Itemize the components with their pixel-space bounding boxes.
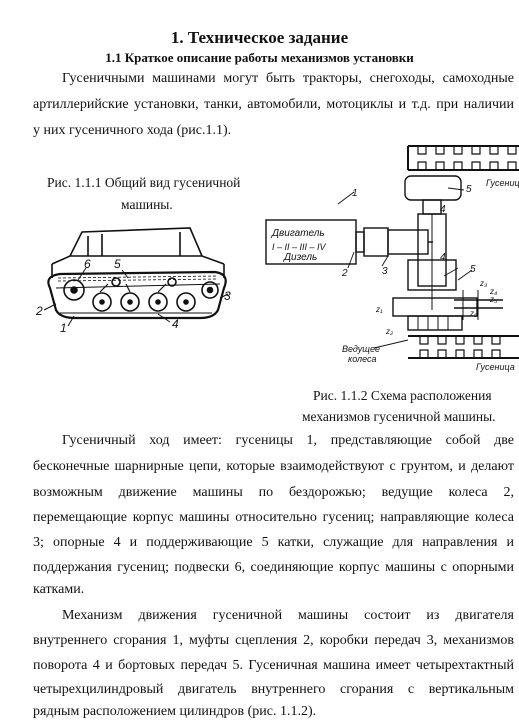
fig2-engine-label: Двигатель [271, 228, 325, 239]
fig2-track-top-label: Гусеница [486, 178, 519, 188]
fig1-caption-line-1: Рис. 1.1.1 Общий вид гусеничной [47, 175, 241, 190]
fig1-label-2: 2 [35, 304, 43, 318]
fig2-diesel-label: Дизель [283, 252, 317, 263]
fig1-label-4: 4 [172, 317, 179, 331]
fig2-caption-line-1: Рис. 1.1.2 Схема расположения [313, 388, 492, 403]
fig1-caption-line-2: машины. [121, 197, 173, 212]
fig2-label-4-top: 4 [440, 204, 446, 215]
para2-line-7: катками. [33, 582, 85, 597]
fig2-drive-wheel-label-2: колеса [348, 354, 377, 364]
intro-line-2: артиллерийские установки, танки, автомоб… [33, 97, 514, 112]
para2-line-5: 3; опорные 4 и поддерживающие 5 катки, с… [33, 535, 514, 550]
intro-line-1: Гусеничными машинами могут быть тракторы… [62, 71, 514, 86]
fig2-label-1: 1 [352, 188, 358, 199]
fig2-label-z4: z₄ [489, 287, 497, 296]
fig1-label-3: 3 [224, 289, 231, 303]
para2-line-2: бесконечные шарнирные цепи, которые взаи… [33, 459, 514, 474]
mechanism-scheme-figure: Двигатель I – II – III – IV Дизель 1 2 3… [265, 145, 519, 372]
fig2-label-z1: z₁ [375, 305, 383, 314]
fig2-label-z6: z₆ [469, 309, 478, 318]
tracked-vehicle-figure: 2 1 3 4 5 6 [35, 227, 231, 335]
fig2-label-z3: z₃ [479, 279, 487, 288]
para2-line-1: Гусеничный ход имеет: гусеницы 1, предст… [62, 433, 514, 448]
para2-line-4: перемещающие корпус машины относительно … [33, 510, 514, 525]
fig1-label-1: 1 [60, 321, 67, 335]
fig2-track-bottom-label: Гусеница [476, 362, 515, 372]
para3-line-2: внутреннего сгорания 1, муфты сцепления … [33, 633, 514, 648]
fig1-label-5: 5 [114, 257, 121, 271]
para3-line-1: Механизм движения гусеничной машины сост… [62, 608, 514, 623]
section-subtitle: 1.1 Краткое описание работы механизмов у… [105, 50, 414, 65]
fig2-label-z2: z₂ [385, 327, 393, 336]
fig1-label-6: 6 [84, 257, 91, 271]
page-title: 1. Техническое задание [170, 28, 349, 47]
para2-line-3: возможным движение машины по бездорожью;… [33, 485, 514, 500]
fig2-label-2: 2 [341, 268, 348, 279]
fig2-label-5-top: 5 [466, 184, 472, 195]
para3-line-4: четырехцилиндровый двигатель внутреннего… [33, 682, 514, 697]
para3-line-3: поворота 4 и бортовых передач 5. Гусенич… [33, 658, 514, 673]
intro-line-3: у них гусеничного хода (рис.1.1). [33, 123, 232, 138]
fig2-caption-line-2: механизмов гусеничной машины. [302, 409, 496, 424]
fig2-drive-wheel-label-1: Ведущее [342, 344, 380, 354]
fig2-label-4-bottom: 4 [440, 252, 446, 263]
fig2-label-5-bottom: 5 [470, 264, 476, 275]
fig2-gears-label: I – II – III – IV [272, 242, 327, 252]
para2-line-6: поддержания гусениц; подвески 6, соединя… [33, 560, 514, 575]
para3-line-5: рядным расположением цилиндров (рис. 1.1… [33, 704, 317, 719]
fig2-label-3: 3 [382, 266, 388, 277]
fig2-label-z5: z₅ [489, 295, 498, 304]
